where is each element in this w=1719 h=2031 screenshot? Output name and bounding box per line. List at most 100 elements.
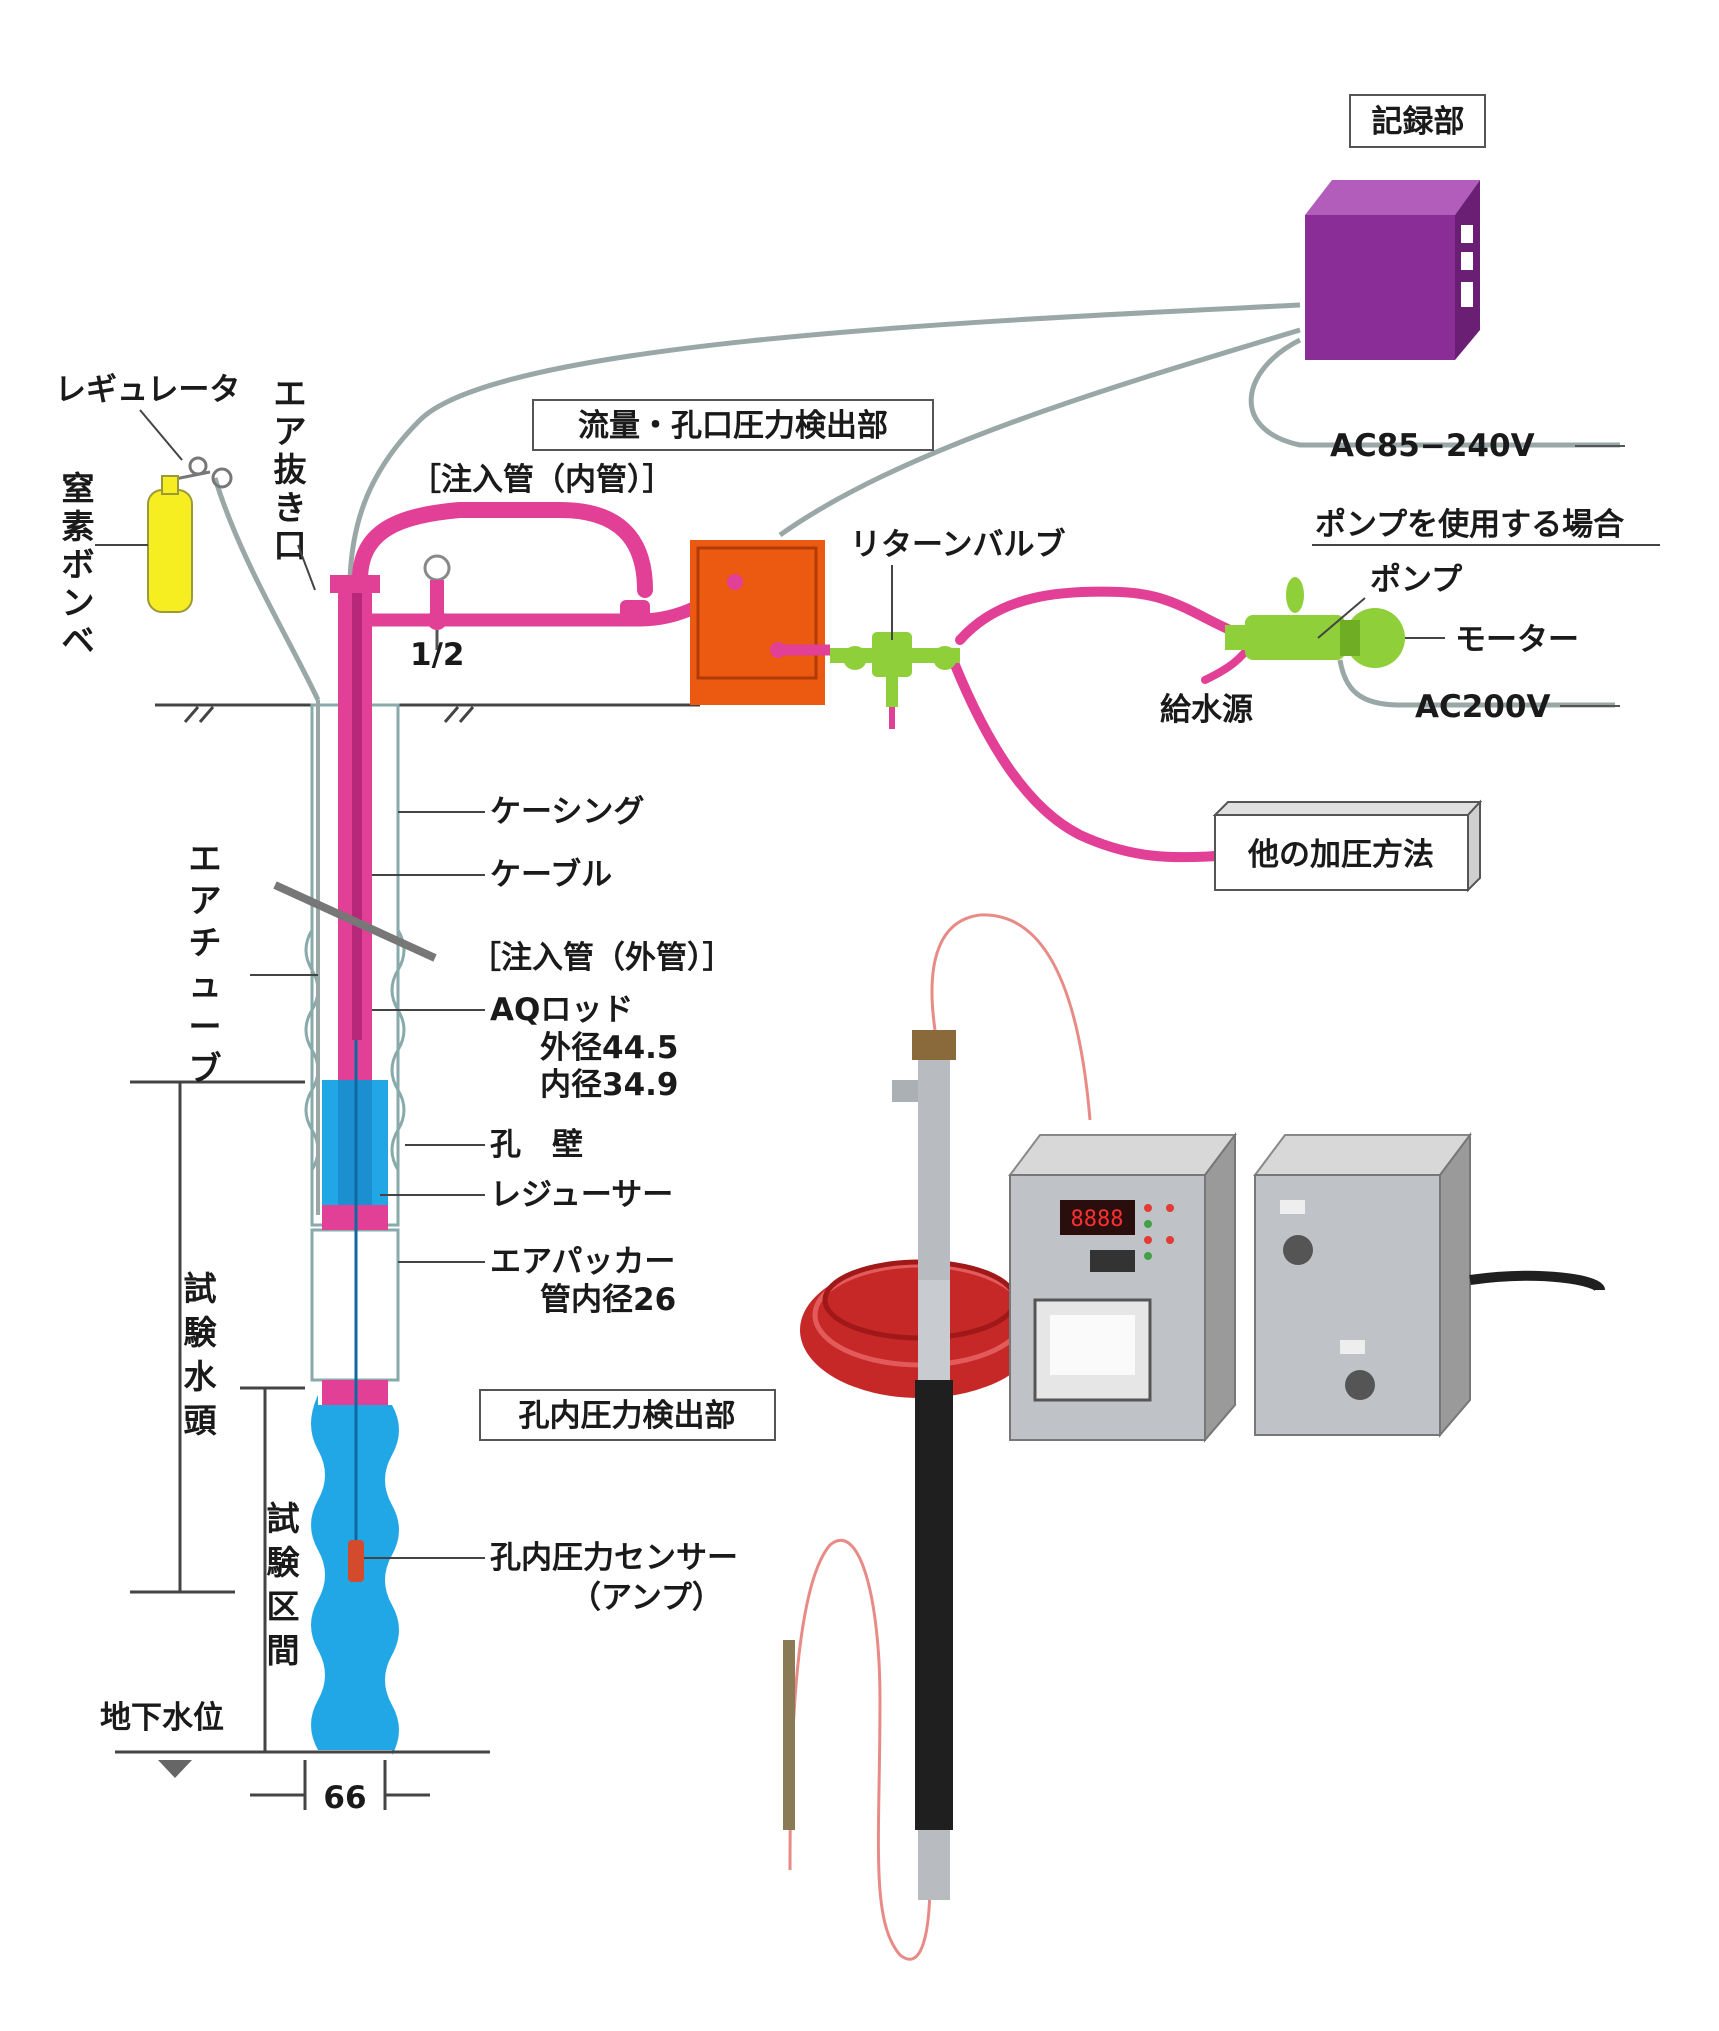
inner-pipe bbox=[352, 580, 362, 1040]
other-method-hose bbox=[950, 660, 1235, 863]
downhole-sensor-label: 孔内圧力センサー bbox=[490, 1540, 738, 1576]
downhole-sensor-probe bbox=[783, 1640, 795, 1830]
pump-unit bbox=[1225, 577, 1405, 668]
diameter-dimension bbox=[250, 1760, 430, 1810]
aq-rod-label: AQロッド bbox=[490, 992, 633, 1028]
groundwater-marker bbox=[158, 1760, 192, 1778]
borehole bbox=[273, 575, 437, 1755]
regulator-air-line bbox=[212, 477, 321, 702]
recorder-unit bbox=[1305, 180, 1480, 360]
air_tube-char: ブ bbox=[189, 1049, 222, 1088]
casing-label: ケーシング bbox=[490, 794, 644, 830]
valve-to-pump-hose bbox=[955, 586, 1235, 645]
test_head-char: 頭 bbox=[184, 1401, 218, 1440]
cable-label: ケーブル bbox=[490, 857, 612, 893]
nitrogen-char: ン bbox=[62, 583, 95, 622]
pump-leader bbox=[1317, 597, 1366, 639]
air_tube-char: ア bbox=[189, 881, 222, 920]
digital-display bbox=[1060, 1200, 1135, 1235]
test-head-dimension bbox=[130, 1080, 305, 1594]
nitrogen-char: ボ bbox=[62, 545, 95, 584]
wellhead-to-detector-line bbox=[365, 573, 742, 627]
inject-inner-label: ［注入管（内管）］ bbox=[410, 462, 674, 498]
hole-wall-left bbox=[304, 929, 320, 1171]
air_tube-char: ー bbox=[189, 1007, 222, 1046]
test_head-char: 験 bbox=[184, 1313, 218, 1352]
test_section-char: 間 bbox=[267, 1631, 300, 1670]
downhole-detector-label-box bbox=[479, 1389, 776, 1441]
probe-top-wire bbox=[930, 913, 1092, 1121]
pump-case-label: ポンプを使用する場合 bbox=[1315, 507, 1624, 543]
aq-outer-label: 外径44.5 bbox=[540, 1030, 679, 1066]
diameter-label: 66 bbox=[323, 1780, 366, 1816]
probe-upper-body bbox=[918, 1060, 950, 1280]
inject-outer-label: ［注入管（外管）］ bbox=[470, 940, 734, 976]
recorder-to-wellhead-cable bbox=[347, 302, 1301, 581]
aq-inner-label: 内径34.9 bbox=[540, 1067, 679, 1103]
svg-text:8888: 8888 bbox=[1071, 1207, 1124, 1232]
groundwater-label: 地下水位 bbox=[100, 1700, 224, 1736]
power-cable bbox=[1469, 1270, 1605, 1293]
air_vent-char: き bbox=[274, 488, 307, 527]
recorder-to-detector-cable bbox=[778, 327, 1301, 538]
recorder-label: 記録部 bbox=[1372, 104, 1465, 140]
half-inch-label: 1/2 bbox=[410, 637, 464, 673]
recorder-label-box bbox=[1349, 94, 1486, 148]
hole-wall-right bbox=[390, 929, 406, 1171]
flow-detector-unit bbox=[690, 540, 830, 705]
air-vent-leader bbox=[297, 544, 316, 591]
wellhead-cap bbox=[330, 575, 380, 593]
nitrogen-char: 窒 bbox=[62, 469, 95, 508]
flow-detector-label-box bbox=[532, 399, 934, 451]
air_tube-char: ュ bbox=[189, 965, 222, 1004]
air_vent-char: エ bbox=[274, 374, 307, 413]
motor-label: モーター bbox=[1455, 622, 1579, 658]
water-source-label: 給水源 bbox=[1160, 692, 1253, 728]
return-valve-assembly bbox=[830, 632, 960, 729]
air_vent-char: ア bbox=[274, 412, 307, 451]
flow-detector-label: 流量・孔口圧力検出部 bbox=[578, 408, 888, 444]
test_section-char: 験 bbox=[267, 1543, 301, 1582]
ac200-label: AC200V bbox=[1415, 689, 1550, 725]
test_section-char: 区 bbox=[267, 1587, 300, 1626]
air-packer-label: エアパッカー bbox=[490, 1244, 675, 1280]
test_head-char: 水 bbox=[184, 1357, 218, 1396]
probe-black-hose bbox=[915, 1380, 953, 1830]
pump-label: ポンプ bbox=[1370, 562, 1463, 598]
air-tube-outer-pipe bbox=[273, 881, 437, 962]
reducer-label: レジューサー bbox=[490, 1177, 673, 1213]
regulator-icon bbox=[169, 456, 233, 489]
other-method-box bbox=[1212, 799, 1483, 893]
sensor-wire bbox=[788, 1538, 932, 1961]
packer-id-label: 管内径26 bbox=[540, 1282, 676, 1318]
recorder-power-cable bbox=[1248, 337, 1620, 448]
ground-hatch bbox=[183, 706, 475, 723]
half-inch-valve bbox=[423, 554, 650, 650]
air_vent-char: 抜 bbox=[274, 450, 307, 489]
inner-injection-loop bbox=[352, 502, 653, 598]
air_vent-char: 口 bbox=[274, 526, 307, 565]
air_tube-char: エ bbox=[189, 839, 222, 878]
signal-cables bbox=[212, 302, 1620, 708]
downhole-pressure-sensor bbox=[348, 1540, 364, 1582]
pump-power-cable bbox=[1337, 659, 1615, 708]
regulator-label: レギュレータ bbox=[55, 372, 240, 408]
test-section-dimension bbox=[240, 1386, 305, 1754]
borehole-leaders bbox=[364, 811, 485, 1559]
regulator-leader bbox=[139, 409, 183, 461]
amp-label: （アンプ） bbox=[570, 1580, 723, 1616]
air_tube-char: チ bbox=[189, 923, 222, 962]
other-method-label: 他の加圧方法 bbox=[1247, 837, 1434, 873]
downhole-detector-label: 孔内圧力検出部 bbox=[519, 1398, 736, 1434]
nitrogen-char: 素 bbox=[62, 507, 95, 546]
hole-wall-label: 孔 壁 bbox=[490, 1127, 583, 1163]
nitrogen-cylinder bbox=[147, 475, 193, 613]
ac-range-label: AC85−240V bbox=[1330, 428, 1535, 464]
return-valve-label: リターンバルブ bbox=[850, 527, 1065, 563]
nitrogen-char: ベ bbox=[62, 621, 95, 660]
